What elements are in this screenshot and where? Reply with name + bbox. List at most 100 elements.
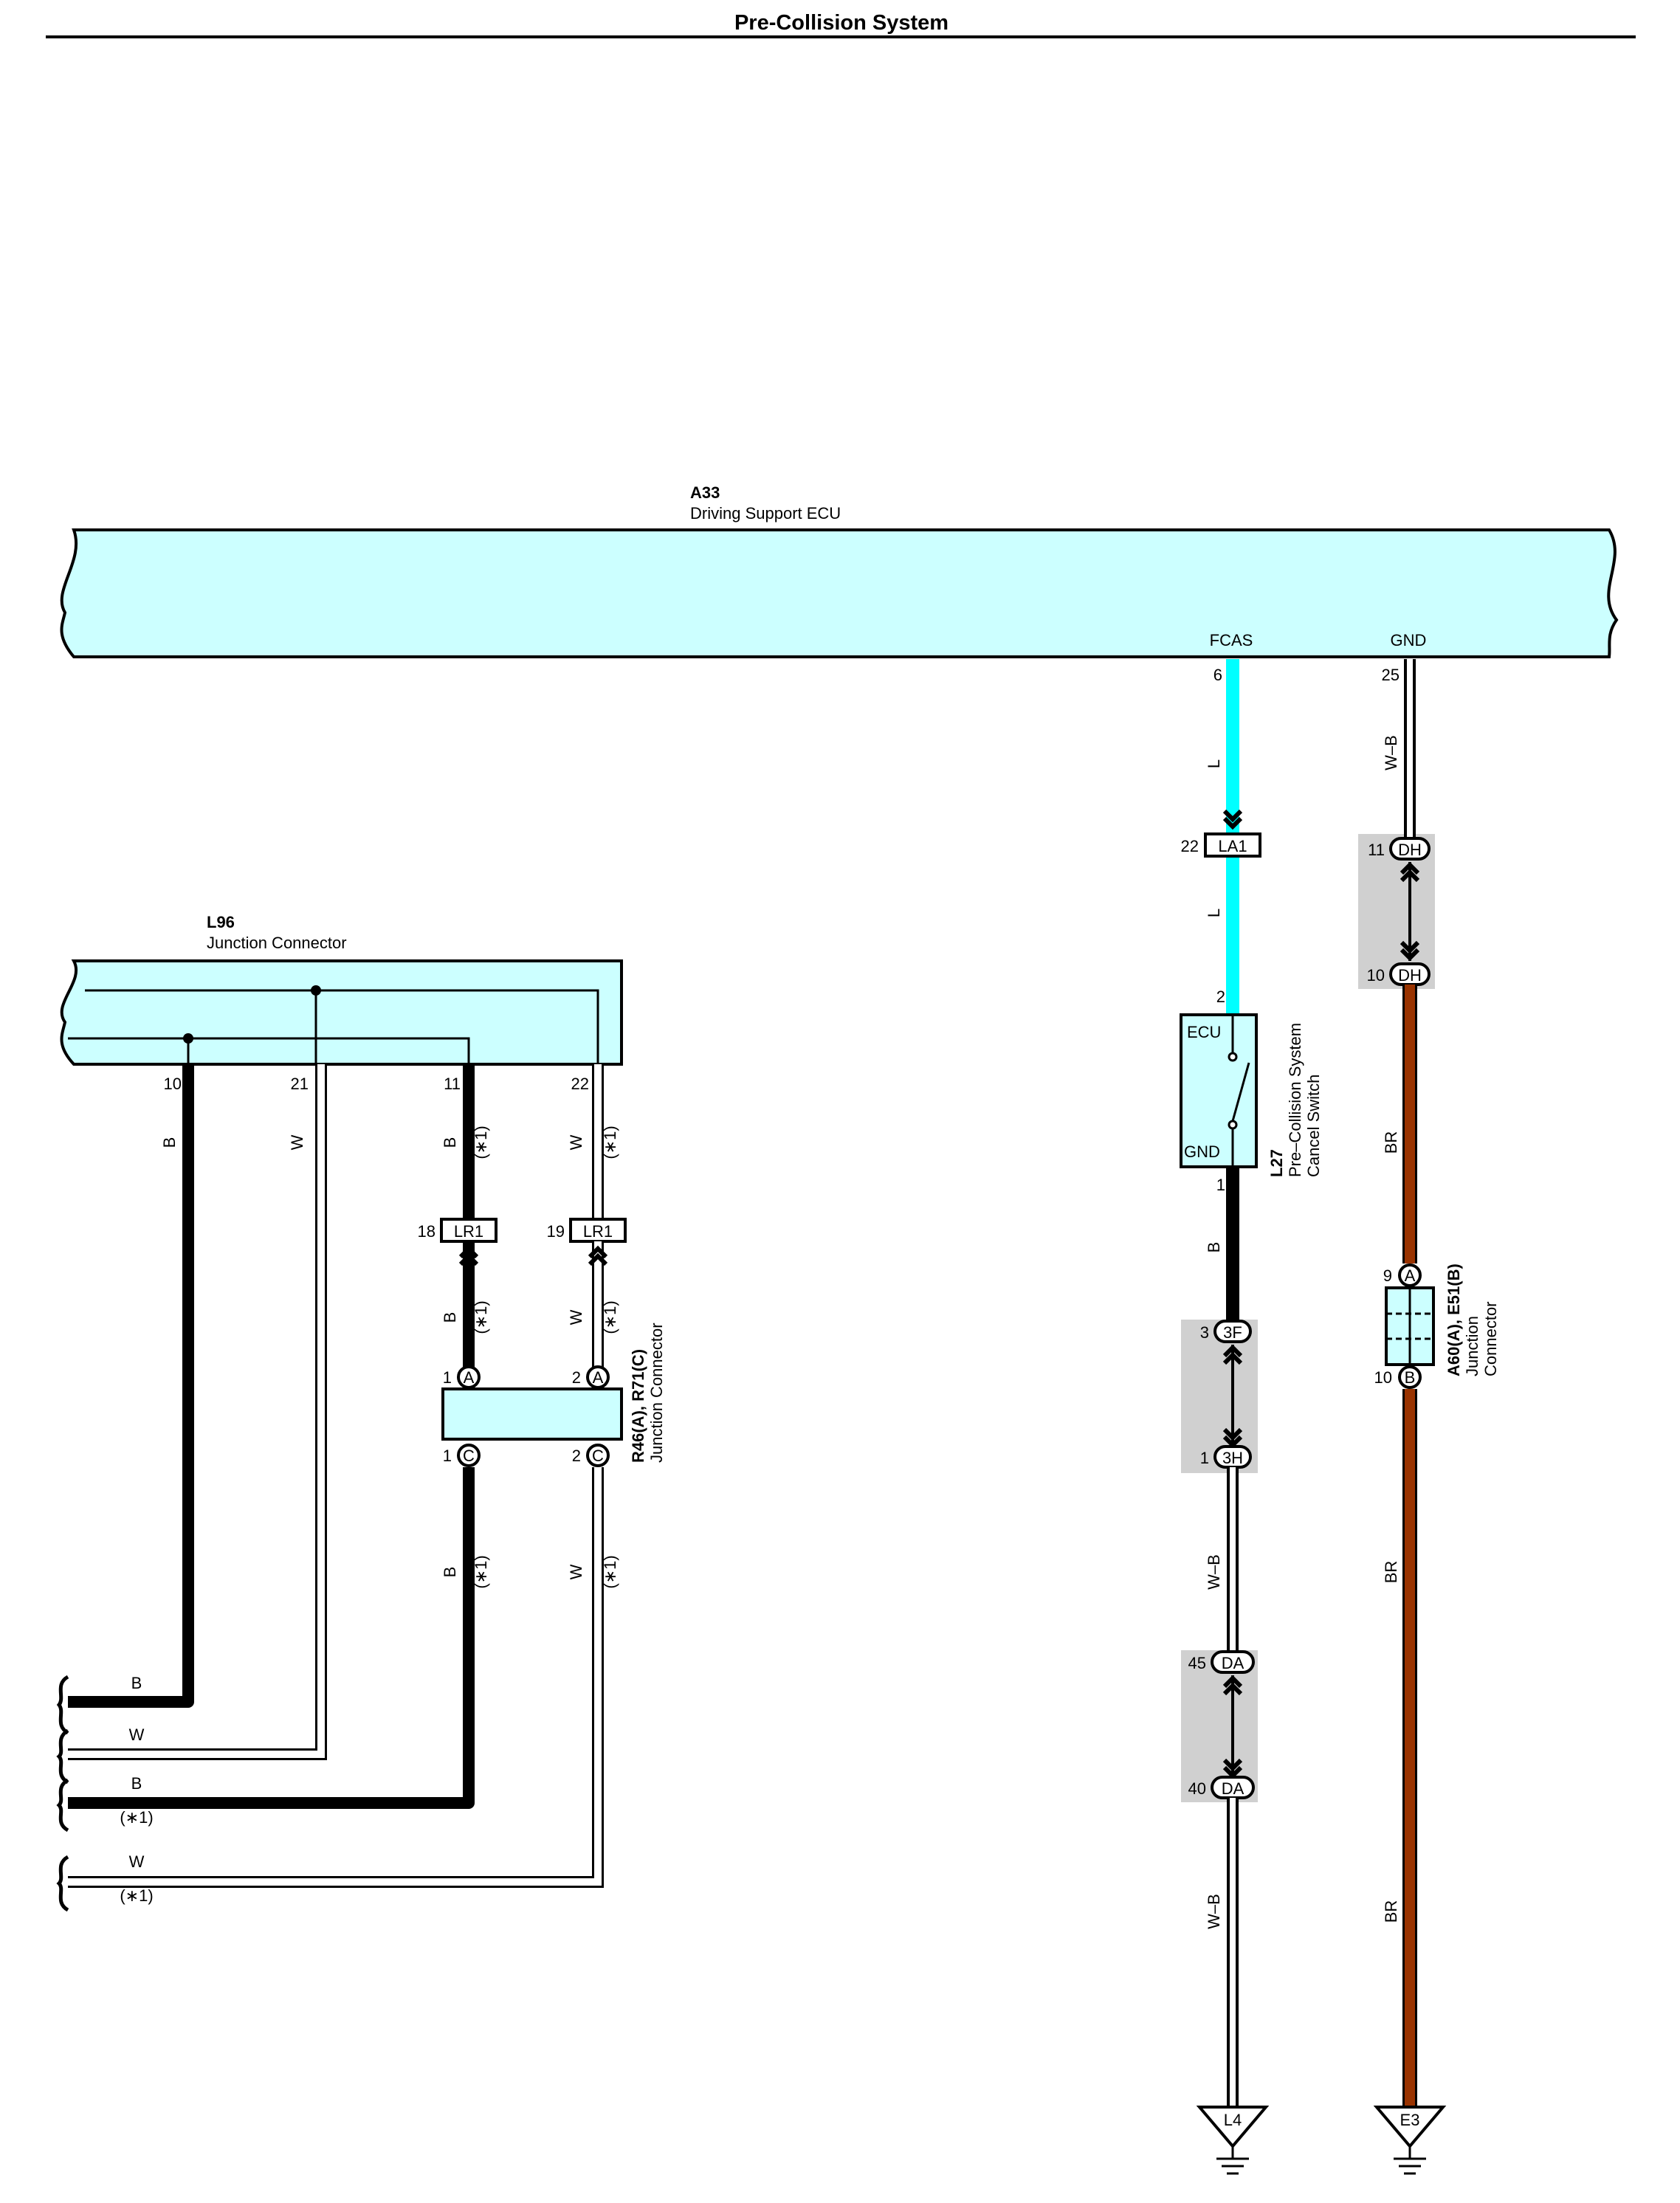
wire-label-w-left1: W [129, 1725, 145, 1744]
l27-code: L27 [1267, 1149, 1286, 1177]
note-w-left2: (∗1) [120, 1886, 153, 1905]
a33-fcas-label: FCAS [1210, 631, 1253, 649]
svg-text:18: 18 [418, 1222, 436, 1241]
wire-label-br-1: BR [1382, 1131, 1400, 1154]
r46-name: Junction Connector [647, 1323, 666, 1463]
svg-text:A: A [593, 1368, 604, 1387]
wire-label-br-3: BR [1382, 1900, 1400, 1923]
note-b-r46: (∗1) [472, 1555, 490, 1588]
wire-label-wb-1: W–B [1205, 1554, 1223, 1590]
svg-text:C: C [592, 1447, 604, 1465]
wire-label-w-pin22-b: W [567, 1309, 585, 1325]
connector-da-45: DA 45 [1188, 1650, 1255, 1674]
r46-junction-connector: A 1 A 2 C 1 C 2 R46(A), R71(C) Junction … [441, 1323, 666, 1467]
connector-3f: 3F 3 [1200, 1320, 1252, 1343]
wire-label-w-left2: W [129, 1852, 145, 1871]
wire-label-w-pin21: W [288, 1134, 306, 1150]
svg-text:10: 10 [1374, 1368, 1392, 1387]
a60-code: A60(A), E51(B) [1445, 1263, 1463, 1376]
svg-text:LR1: LR1 [454, 1222, 483, 1241]
a33-ecu: A33 Driving Support ECU FCAS GND 6 25 [60, 483, 1619, 684]
continuation-brace-icon [56, 1675, 69, 1912]
wire-label-wb-2: W–B [1205, 1894, 1223, 1929]
a60-name-line2: Connector [1481, 1301, 1500, 1376]
connector-dh-10: DH 10 [1367, 962, 1431, 986]
svg-text:DA: DA [1222, 1654, 1244, 1672]
l27-pin-2: 2 [1216, 987, 1225, 1006]
a60-name-line1: Junction [1463, 1316, 1481, 1376]
l27-name-line2: Cancel Switch [1304, 1075, 1323, 1177]
l96-name: Junction Connector [207, 934, 347, 952]
note-w-r46: (∗1) [601, 1555, 619, 1588]
l27-gnd-label: GND [1184, 1142, 1220, 1161]
svg-text:2: 2 [572, 1368, 581, 1387]
svg-text:1: 1 [1200, 1449, 1209, 1467]
a60-junction-connector: A 9 B 10 A60(A), E51(B) Junction Connect… [1374, 1263, 1500, 1389]
svg-text:9: 9 [1383, 1266, 1392, 1285]
l96-pin-22: 22 [571, 1075, 589, 1093]
a33-pin-6: 6 [1213, 666, 1222, 684]
svg-text:3: 3 [1200, 1323, 1209, 1342]
svg-text:2: 2 [572, 1447, 581, 1465]
wire-label-br-2: BR [1382, 1561, 1400, 1584]
a33-name: Driving Support ECU [690, 504, 841, 523]
svg-text:3F: 3F [1223, 1323, 1242, 1342]
wire-label-b-pin11-b: B [441, 1312, 459, 1323]
l27-switch: 2 ECU GND L27 Pre–Collision System Cance… [1180, 987, 1323, 1194]
svg-text:DH: DH [1398, 841, 1422, 859]
svg-text:L4: L4 [1224, 2111, 1242, 2129]
svg-text:22: 22 [1181, 837, 1199, 855]
wire-label-l-2: L [1205, 909, 1223, 917]
r46-code: R46(A), R71(C) [629, 1349, 647, 1463]
connector-la1: LA1 22 [1181, 832, 1261, 858]
wire-label-wb-gnd: W–B [1382, 735, 1400, 770]
connector-lr1-19: LR1 19 [547, 1218, 627, 1243]
wire-label-b-left2: B [131, 1774, 142, 1793]
wire-label-l-1: L [1205, 759, 1223, 768]
svg-text:E3: E3 [1400, 2111, 1420, 2129]
wire-label-w-pin22-a: W [567, 1134, 585, 1150]
svg-text:45: 45 [1188, 1654, 1206, 1672]
svg-text:1: 1 [443, 1368, 452, 1387]
svg-text:3H: 3H [1222, 1449, 1243, 1467]
svg-text:10: 10 [1367, 966, 1385, 985]
svg-text:LA1: LA1 [1218, 837, 1247, 855]
svg-text:C: C [463, 1447, 475, 1465]
note-w-pin22-a: (∗1) [601, 1125, 619, 1159]
wire-label-b-r46: B [441, 1567, 459, 1578]
svg-text:40: 40 [1188, 1779, 1206, 1798]
l27-pin-1: 1 [1216, 1176, 1225, 1194]
note-w-pin22-b: (∗1) [601, 1300, 619, 1334]
a33-code: A33 [690, 483, 720, 502]
l96-code: L96 [207, 913, 235, 931]
svg-text:A: A [464, 1368, 475, 1387]
wire-label-b-pin11-a: B [441, 1137, 459, 1148]
svg-text:DA: DA [1222, 1779, 1244, 1798]
l96-pin-10: 10 [164, 1075, 182, 1093]
l96-pin-11: 11 [444, 1075, 461, 1093]
ground-e3: E3 [1373, 2106, 1447, 2175]
wire-b-pin10 [68, 1064, 194, 1708]
connector-lr1-18: LR1 18 [418, 1218, 498, 1243]
wire-w-r46-c2 [68, 1467, 604, 1888]
wire-b-r46-c1 [68, 1467, 475, 1809]
svg-text:A: A [1405, 1266, 1416, 1285]
ground-l4: L4 [1196, 2106, 1270, 2175]
svg-text:B: B [1405, 1368, 1416, 1387]
svg-text:19: 19 [547, 1222, 565, 1241]
wire-label-b-left1: B [131, 1674, 142, 1692]
l96-pin-21: 21 [291, 1075, 309, 1093]
wire-label-w-r46: W [567, 1564, 585, 1579]
svg-text:1: 1 [443, 1447, 452, 1465]
note-b-left2: (∗1) [120, 1808, 153, 1827]
l96-junction-connector: L96 Junction Connector 10 21 11 22 [60, 913, 623, 1093]
a33-gnd-label: GND [1391, 631, 1427, 649]
connector-da-40: DA 40 [1188, 1776, 1255, 1799]
l27-name-line1: Pre–Collision System [1286, 1023, 1304, 1177]
svg-text:11: 11 [1368, 841, 1385, 859]
note-b-pin11-b: (∗1) [472, 1300, 490, 1334]
connector-3h: 3H 1 [1200, 1445, 1252, 1469]
a33-pin-25: 25 [1382, 666, 1400, 684]
svg-text:LR1: LR1 [583, 1222, 613, 1241]
wire-label-b-l27: B [1205, 1242, 1223, 1253]
